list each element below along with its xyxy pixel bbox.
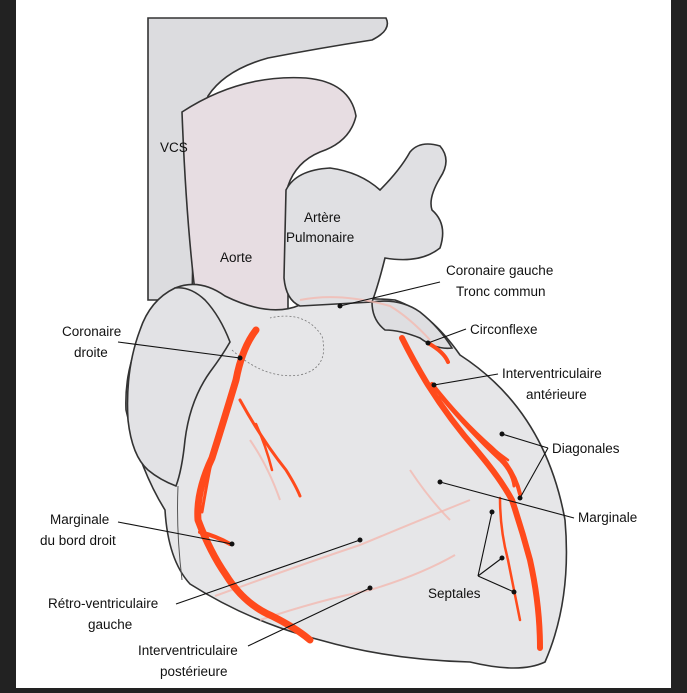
pulmonary-artery	[283, 143, 447, 307]
leader-ivp	[247, 587, 371, 647]
dot-coronaire-droite	[237, 355, 243, 361]
aortic-root-detail	[231, 315, 325, 377]
septal-branch	[498, 496, 522, 622]
label-iva-1: Interventriculaire	[502, 366, 602, 381]
dot-marginale	[437, 479, 443, 485]
label-circonflexe: Circonflexe	[470, 322, 538, 337]
posterior-groove-detail	[177, 485, 183, 581]
label-marginale-bd-1: Marginale	[50, 512, 109, 527]
right-coronary-artery	[194, 326, 314, 644]
faint-branch-4	[409, 469, 451, 521]
leader-circonflexe	[427, 328, 467, 344]
rca-branch-1	[238, 398, 302, 498]
dot-marginale-bord-droit	[229, 541, 235, 547]
label-coronaire-gauche-2: Tronc commun	[456, 284, 546, 299]
dot-iva	[431, 382, 437, 388]
label-coronaire-droite-1: Coronaire	[62, 324, 121, 339]
label-aorte: Aorte	[220, 250, 252, 265]
label-ivp-2: postérieure	[160, 664, 228, 679]
dot-septale-2	[499, 555, 505, 561]
dot-coronaire-gauche	[337, 303, 343, 309]
leader-diagonales	[501, 433, 549, 499]
diagram-frame: VCS Aorte Artère Pulmonaire Coronaire ga…	[16, 0, 671, 688]
label-marginale-bd-2: du bord droit	[40, 533, 116, 548]
faint-branch-3	[249, 439, 281, 501]
label-septales: Septales	[428, 586, 481, 601]
dot-ivp	[367, 585, 373, 591]
label-diagonales: Diagonales	[552, 441, 620, 456]
leader-coronaire-droite	[117, 341, 241, 359]
label-ivp-1: Interventriculaire	[138, 643, 238, 658]
dot-diagonale-1	[499, 431, 505, 437]
rca-branch-2	[254, 422, 274, 472]
dot-septale-1	[489, 509, 495, 515]
dot-retro-ventriculaire	[357, 537, 363, 543]
label-vcs: VCS	[160, 140, 188, 155]
leader-septales	[477, 511, 515, 593]
leader-marginale-bord-droit	[117, 521, 233, 545]
label-retro-2: gauche	[88, 617, 132, 632]
aorta	[181, 76, 357, 329]
lad-branch-lateral	[454, 412, 510, 462]
heart-diagram: VCS Aorte Artère Pulmonaire Coronaire ga…	[40, 17, 637, 679]
label-marginale: Marginale	[578, 510, 637, 525]
label-artere-1: Artère	[304, 210, 341, 225]
dot-septale-3	[511, 589, 517, 595]
leader-retro-ventriculaire	[175, 539, 361, 605]
label-coronaire-gauche-1: Coronaire gauche	[446, 263, 553, 278]
leader-iva	[433, 373, 499, 386]
rca-branch-3	[200, 456, 214, 514]
dot-diagonale-2	[517, 495, 523, 501]
dot-circonflexe	[425, 340, 431, 346]
label-retro-1: Rétro-ventriculaire	[48, 596, 158, 611]
label-coronaire-droite-2: droite	[74, 345, 108, 360]
circumflex-artery	[426, 341, 450, 364]
label-iva-2: antérieure	[526, 387, 587, 402]
right-atrium	[126, 286, 231, 488]
faint-branch-1	[214, 499, 471, 597]
leader-coronaire-gauche	[339, 281, 441, 307]
leader-marginale	[439, 481, 575, 519]
label-artere-2: Pulmonaire	[286, 230, 354, 245]
left-anterior-descending	[399, 335, 543, 651]
faint-branches	[299, 296, 431, 341]
